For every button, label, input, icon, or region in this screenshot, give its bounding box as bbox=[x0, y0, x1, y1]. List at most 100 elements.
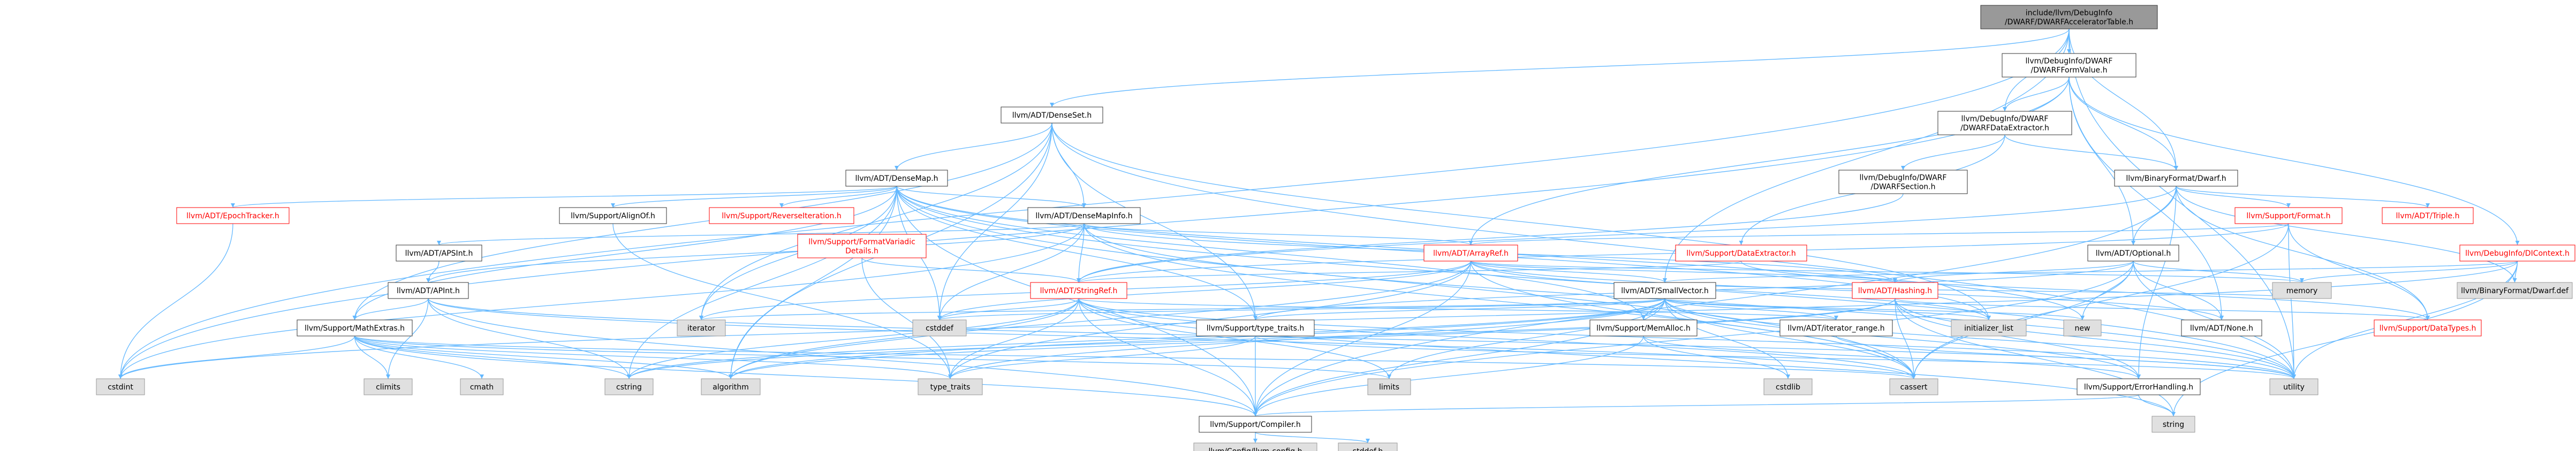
node-label: llvm/ADT/ArrayRef.h bbox=[1433, 249, 1509, 258]
node-memalloc[interactable]: llvm/Support/MemAlloc.h bbox=[1589, 319, 1698, 337]
node-label: llvm/Support/ReverseIteration.h bbox=[722, 212, 841, 220]
edge-arrowhead bbox=[1082, 203, 1086, 208]
dependency-edge-mathextras-limits bbox=[354, 335, 1390, 379]
node-dwarfdef: llvm/BinaryFormat/Dwarf.def bbox=[2457, 282, 2573, 299]
node-cstdlib: cstdlib bbox=[1763, 378, 1813, 395]
edge-arrowhead bbox=[699, 316, 703, 320]
edge-arrowhead bbox=[948, 374, 952, 379]
dependency-edge-optional-memory bbox=[2133, 261, 2302, 283]
node-box bbox=[1589, 319, 1698, 337]
node-label: string bbox=[2163, 421, 2184, 429]
node-triple[interactable]: llvm/ADT/Triple.h bbox=[2382, 207, 2474, 224]
dependency-edge-densesett-iterator bbox=[701, 123, 1052, 320]
node-box bbox=[1675, 244, 1807, 262]
dependency-edge-densesett-densemapinfo bbox=[1051, 123, 1085, 208]
node-datatypes[interactable]: llvm/Support/DataTypes.h bbox=[2374, 319, 2482, 337]
dependency-edge-densesett-typetraits bbox=[1051, 123, 1256, 320]
node-label: llvm/DebugInfo/DWARF bbox=[2026, 57, 2113, 66]
dependency-edge-stringref-limits bbox=[1078, 298, 1390, 379]
node-densemap[interactable]: llvm/ADT/DenseMap.h bbox=[845, 170, 948, 187]
edge-arrowhead bbox=[1050, 103, 1054, 107]
node-box bbox=[1838, 170, 1968, 194]
dependency-edge-root-smallvector bbox=[1664, 28, 2070, 283]
edge-arrowhead bbox=[1253, 316, 1257, 320]
node-llvmconfig: llvm/Config/llvm-config.h bbox=[1193, 442, 1317, 451]
node-none[interactable]: llvm/ADT/None.h bbox=[2181, 319, 2262, 337]
node-epochtracker[interactable]: llvm/ADT/EpochTracker.h bbox=[176, 207, 290, 224]
node-typetraits[interactable]: llvm/Support/type_traits.h bbox=[1196, 319, 1315, 337]
node-dwarfformvalue[interactable]: llvm/DebugInfo/DWARF/DWARFFormValue.h bbox=[2002, 53, 2136, 78]
dependency-edge-errorhandling-string bbox=[2138, 394, 2174, 417]
node-compiler[interactable]: llvm/Support/Compiler.h bbox=[1199, 416, 1312, 433]
dependency-edge-smallvector-new bbox=[1664, 298, 2083, 320]
node-cmath: cmath bbox=[460, 378, 504, 395]
edge-arrowhead bbox=[1901, 166, 1905, 170]
node-label: stddef.h bbox=[1353, 447, 1383, 451]
dependency-edge-errorhandling-compiler bbox=[1255, 394, 2139, 417]
node-box bbox=[918, 378, 983, 395]
node-smallvector[interactable]: llvm/ADT/SmallVector.h bbox=[1613, 282, 1716, 299]
node-densemapinfo[interactable]: llvm/ADT/DenseMapInfo.h bbox=[1027, 207, 1141, 224]
node-label: llvm/DebugInfo/DIContext.h bbox=[2465, 249, 2570, 258]
node-label: utility bbox=[2283, 383, 2305, 392]
edge-arrowhead bbox=[386, 374, 390, 379]
node-dwarfdataextractor[interactable]: llvm/DebugInfo/DWARF/DWARFDataExtractor.… bbox=[1937, 111, 2072, 135]
node-label: new bbox=[2075, 324, 2090, 333]
node-dataextractor[interactable]: llvm/Support/DataExtractor.h bbox=[1675, 244, 1807, 262]
dependency-edge-dwarfdataextractor-binaryformatdwarf bbox=[2004, 134, 2177, 171]
dependency-edge-dicontext-memory bbox=[2301, 261, 2518, 283]
node-box bbox=[2269, 378, 2319, 395]
dependency-edge-arrayref-hashing bbox=[1470, 261, 1896, 283]
node-label: initializer_list bbox=[1964, 324, 2013, 333]
dependency-edge-typetraits-utility bbox=[1255, 335, 2294, 379]
edge-arrowhead bbox=[1987, 316, 1991, 320]
node-box bbox=[2077, 378, 2201, 395]
dependency-edge-stringref-utility bbox=[1078, 298, 2294, 379]
dependency-edge-epochtracker-cstdint bbox=[120, 223, 233, 379]
node-box bbox=[2272, 282, 2332, 299]
node-reverseiteration[interactable]: llvm/Support/ReverseIteration.h bbox=[709, 207, 854, 224]
node-label: llvm/Support/MathExtras.h bbox=[305, 324, 405, 333]
node-box bbox=[1613, 282, 1716, 299]
dependency-edge-densesett-mathextras bbox=[354, 123, 1052, 320]
node-stringref[interactable]: llvm/ADT/StringRef.h bbox=[1030, 282, 1127, 299]
node-hashing[interactable]: llvm/ADT/Hashing.h bbox=[1852, 282, 1938, 299]
node-dwarfsection[interactable]: llvm/DebugInfo/DWARF/DWARFSection.h bbox=[1838, 170, 1968, 194]
edge-arrowhead bbox=[2515, 241, 2520, 245]
dependency-edge-mathextras-cstring bbox=[354, 335, 630, 379]
dependency-edge-formatvariadicdetails-typetraitsstd bbox=[861, 257, 951, 379]
dependency-edge-root-densesett bbox=[1051, 28, 2070, 108]
node-label: llvm/ADT/DenseMapInfo.h bbox=[1035, 212, 1132, 220]
dependency-edge-dwarfsection-stringref bbox=[1078, 193, 1904, 283]
dependency-edge-optional-hashing bbox=[1895, 261, 2134, 283]
node-iteratorrange[interactable]: llvm/ADT/iterator_range.h bbox=[1779, 319, 1893, 337]
edge-arrowhead bbox=[1786, 374, 1790, 379]
node-memory: memory bbox=[2272, 282, 2332, 299]
node-alignof[interactable]: llvm/Support/AlignOf.h bbox=[559, 207, 667, 224]
node-apsint[interactable]: llvm/ADT/APSInt.h bbox=[396, 244, 482, 262]
node-box bbox=[604, 378, 654, 395]
node-label: llvm/Support/DataExtractor.h bbox=[1686, 249, 1795, 258]
node-dicontext[interactable]: llvm/DebugInfo/DIContext.h bbox=[2459, 244, 2575, 262]
dependency-edge-supportformat-utility bbox=[2288, 223, 2294, 379]
node-binaryformatdwarf[interactable]: llvm/BinaryFormat/Dwarf.h bbox=[2114, 170, 2238, 187]
node-apint[interactable]: llvm/ADT/APInt.h bbox=[388, 282, 469, 299]
node-label: cstddef bbox=[926, 324, 954, 333]
node-box bbox=[1423, 244, 1518, 262]
node-box bbox=[460, 378, 504, 395]
node-arrayref[interactable]: llvm/ADT/ArrayRef.h bbox=[1423, 244, 1518, 262]
node-optional[interactable]: llvm/ADT/Optional.h bbox=[2087, 244, 2179, 262]
node-label: iterator bbox=[687, 324, 715, 333]
edge-arrowhead bbox=[2512, 278, 2517, 282]
node-densesett[interactable]: llvm/ADT/DenseSet.h bbox=[1001, 106, 1103, 124]
dependency-edge-root-binaryformatdwarf bbox=[2069, 28, 2177, 171]
node-supportformat[interactable]: llvm/Support/Format.h bbox=[2234, 207, 2343, 224]
dependency-edge-memalloc-cstdlib bbox=[1643, 335, 1789, 379]
dependency-edge-mathextras-cmath bbox=[354, 335, 482, 379]
dependency-edge-dwarfformvalue-cstdint bbox=[120, 77, 2070, 379]
node-errorhandling[interactable]: llvm/Support/ErrorHandling.h bbox=[2077, 378, 2201, 395]
node-label: llvm/DebugInfo/DWARF bbox=[1860, 174, 1947, 182]
node-mathextras[interactable]: llvm/Support/MathExtras.h bbox=[297, 319, 413, 337]
dependency-edge-dwarfformvalue-dicontext bbox=[2069, 77, 2518, 246]
